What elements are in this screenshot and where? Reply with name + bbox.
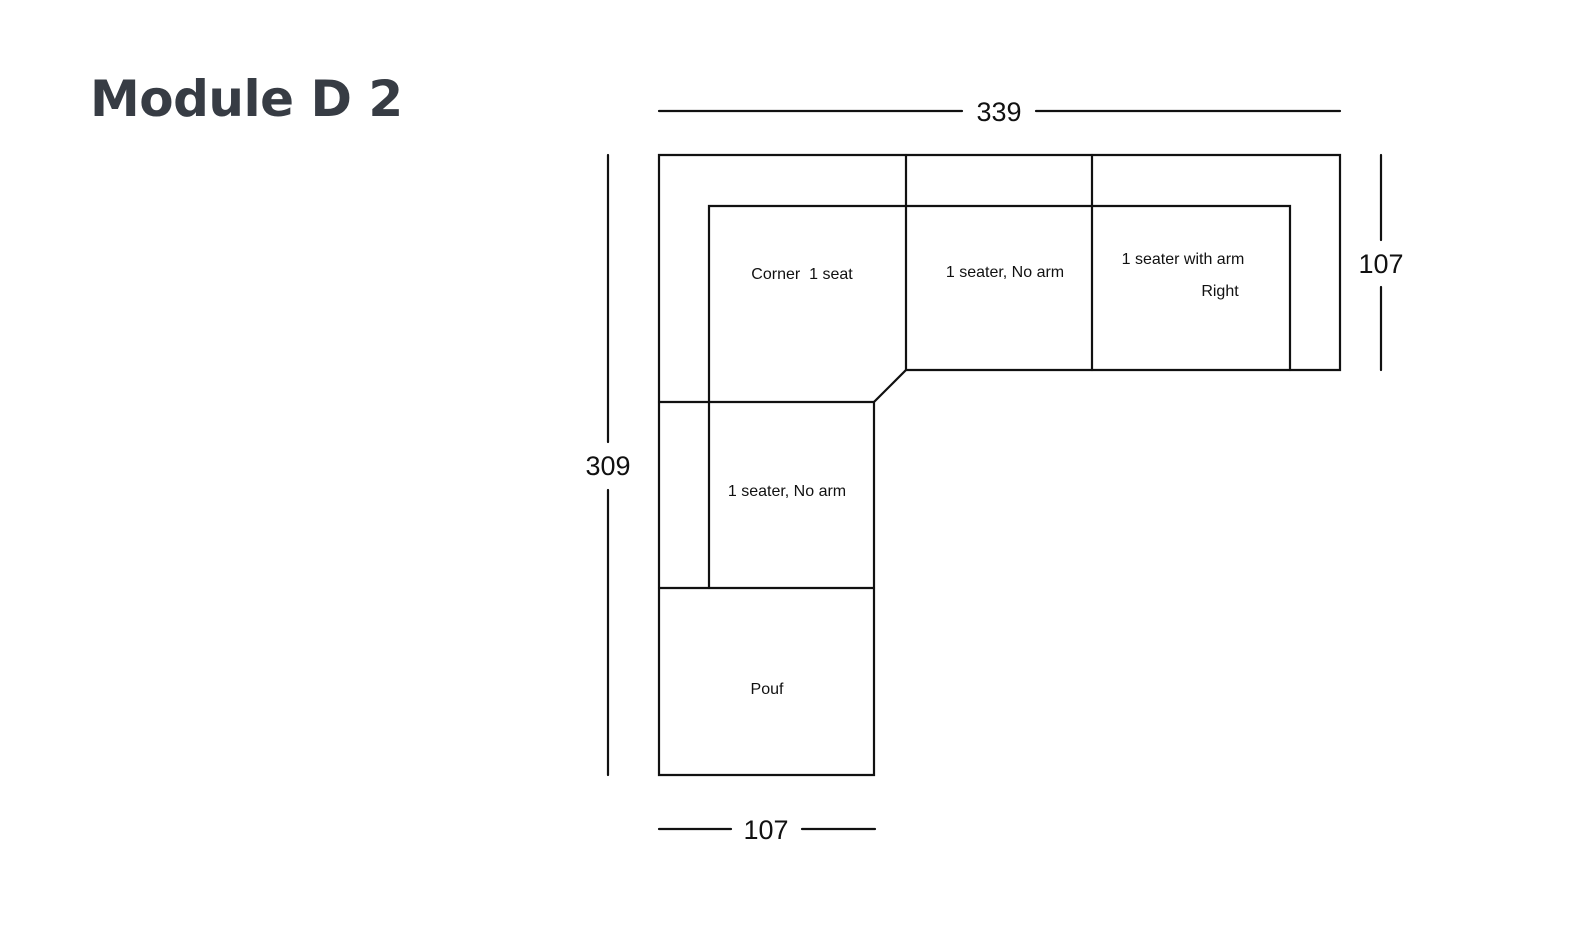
seat-inner-outline [707, 204, 1292, 590]
seat-label-corner: Corner 1 seat [751, 266, 853, 283]
seat-label-pouf: Pouf [751, 681, 784, 698]
dimension-right-depth: 107 [1358, 153, 1404, 372]
seat-label-top-right-side: Right [1201, 283, 1239, 300]
seat-label-top-middle: 1 seater, No arm [946, 264, 1064, 281]
dimension-bottom-width: 107 [657, 815, 877, 845]
dimension-label-total-width: 339 [976, 97, 1021, 127]
seat-label-left-middle: 1 seater, No arm [728, 483, 846, 500]
dimension-total-depth: 309 [585, 153, 631, 777]
dimension-total-width: 339 [657, 97, 1342, 127]
dimension-label-bottom-width: 107 [743, 815, 788, 845]
dimension-label-right-depth: 107 [1358, 249, 1403, 279]
page-title: Module D 2 [90, 70, 403, 128]
seat-label-top-right: 1 seater with arm [1122, 251, 1245, 268]
dimension-label-total-depth: 309 [585, 451, 630, 481]
sofa-outer-outline [657, 153, 1342, 777]
